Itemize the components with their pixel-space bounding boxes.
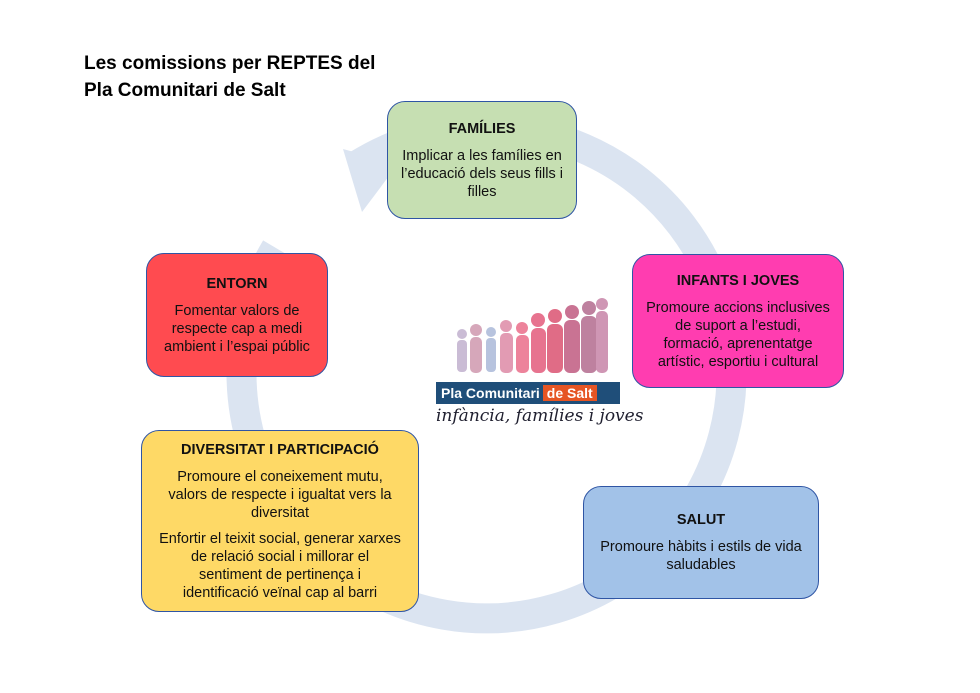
infants-line: de suport a l’estudi, (675, 317, 801, 334)
salut-line: Promoure hàbits i estils de vida (600, 539, 802, 555)
logo-tagline: infància, famílies i joves (436, 406, 644, 426)
diversitat-line: Promoure el coneixement mutu, (177, 468, 383, 485)
title-line-2: Pla Comunitari de Salt (84, 80, 286, 101)
entorn-line: Fomentar valors de (174, 302, 300, 319)
diversitat-heading: DIVERSITAT I PARTICIPACIÓ (181, 441, 379, 458)
diversitat-line: de relació social i millorar el (190, 548, 370, 565)
infants-line: Promoure accions inclusives (646, 299, 830, 316)
cycle-arrowhead (343, 149, 398, 212)
diversitat-participacio-box: DIVERSITAT I PARTICIPACIÓ Promoure el co… (141, 430, 419, 612)
people-silhouettes-icon (457, 298, 608, 373)
title-line-1: Les comissions per REPTES del (84, 53, 376, 74)
logo-name-part1: Pla Comunitari (441, 385, 540, 401)
salut-heading: SALUT (676, 512, 726, 528)
infants-line: artístic, esportiu i cultural (657, 353, 819, 370)
families-line: filles (467, 183, 497, 200)
families-line: l’educació dels seus fills i (401, 165, 563, 182)
page-title: Les comissions per REPTES del Pla Comuni… (84, 50, 375, 104)
diversitat-line: sentiment de pertinença i (198, 566, 361, 583)
diversitat-line: identificació veïnal cap al barri (182, 584, 378, 601)
diversitat-line: Enfortir el teixit social, generar xarxe… (159, 530, 401, 547)
salut-line: saludables (666, 557, 736, 573)
entorn-box: ENTORN Fomentar valors de respecte cap a… (146, 253, 328, 377)
families-heading: FAMÍLIES (448, 120, 516, 137)
entorn-line: ambient i l’espai públic (164, 338, 310, 355)
salut-box: SALUT Promoure hàbits i estils de vida s… (583, 486, 819, 599)
families-line: Implicar a les famílies en (402, 147, 562, 164)
diversitat-line: valors de respecte i igualtat vers la (168, 486, 392, 503)
infants-heading: INFANTS I JOVES (676, 272, 800, 289)
entorn-line: respecte cap a medi (171, 320, 303, 337)
families-box: FAMÍLIES Implicar a les famílies en l’ed… (387, 101, 577, 219)
logo-name-part2: de Salt (542, 385, 597, 401)
entorn-heading: ENTORN (206, 275, 268, 292)
infants-joves-box: INFANTS I JOVES Promoure accions inclusi… (632, 254, 844, 388)
diversitat-line: diversitat (250, 504, 310, 521)
infants-line: formació, aprenentatge (663, 335, 813, 352)
